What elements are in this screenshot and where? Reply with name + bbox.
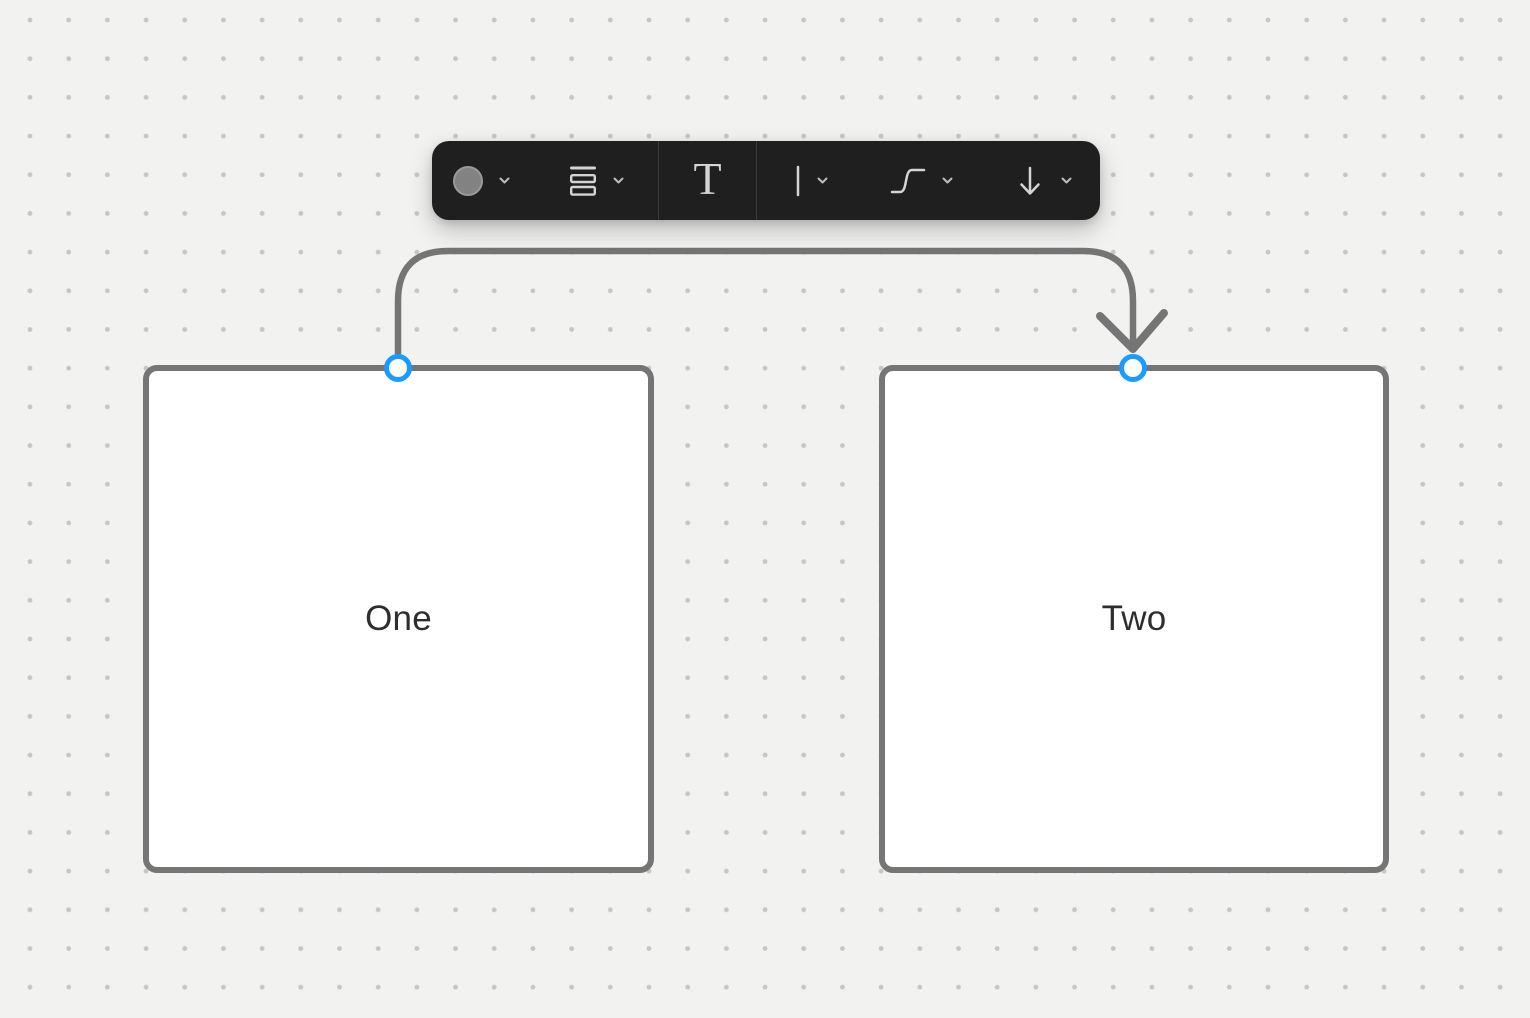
chevron-down-icon <box>613 177 624 183</box>
chevron-down-icon <box>942 177 953 183</box>
dash-style-button[interactable] <box>795 165 828 197</box>
node-two[interactable]: Two <box>879 365 1389 873</box>
toolbar-section-text: T <box>659 141 756 220</box>
chevron-down-icon <box>499 177 510 183</box>
connector-shape-button[interactable] <box>890 167 953 195</box>
toolbar-divider <box>756 141 757 220</box>
chevron-down-icon <box>817 177 828 183</box>
toolbar-section-style <box>432 141 658 220</box>
connector-toolbar: T <box>432 141 1100 220</box>
chevron-down-icon <box>1061 177 1072 183</box>
toolbar-divider <box>658 141 659 220</box>
arrowhead-style-button[interactable] <box>1015 165 1072 197</box>
node-one[interactable]: One <box>143 365 654 873</box>
node-label: One <box>365 599 432 638</box>
color-swatch-icon <box>453 165 483 196</box>
node-label: Two <box>1101 599 1167 638</box>
solid-line-icon <box>795 165 801 197</box>
stroke-weight-icon <box>569 166 597 196</box>
text-tool-button[interactable]: T <box>693 152 722 204</box>
toolbar-section-connector <box>757 141 1100 220</box>
stroke-color-button[interactable] <box>453 165 510 196</box>
text-icon: T <box>693 152 722 204</box>
curved-connector-icon <box>890 167 926 195</box>
arrow-down-icon <box>1015 165 1045 197</box>
stroke-weight-button[interactable] <box>569 166 624 196</box>
